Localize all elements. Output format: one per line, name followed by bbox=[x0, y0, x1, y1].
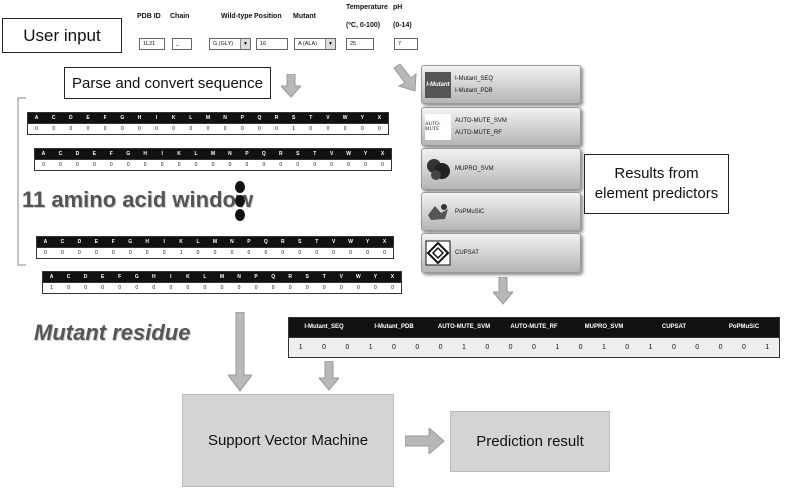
parse-label: Parse and convert sequence bbox=[72, 74, 263, 92]
diagonal-arrow-icon bbox=[393, 64, 417, 92]
prediction-result-box: Prediction result bbox=[450, 411, 610, 472]
wildtype-select[interactable]: G (GLY) ▼ bbox=[209, 38, 251, 50]
results-label-box: Results from element predictors bbox=[584, 154, 729, 214]
wildtype-label: Wild-type bbox=[221, 13, 253, 20]
table-header-cell: MUPRO_SVM bbox=[584, 324, 624, 330]
mutant-residue-label: Mutant residue bbox=[34, 320, 191, 345]
cupsat-logo-icon bbox=[425, 240, 451, 266]
temperature-range-label: (ºC, 0-100) bbox=[346, 22, 381, 29]
popmusic-icon bbox=[425, 199, 451, 225]
chevron-down-icon: ▼ bbox=[325, 39, 335, 49]
ph-field[interactable]: 7 bbox=[394, 38, 418, 50]
predictor-mupro: MUPRO_SVM bbox=[421, 148, 581, 190]
protein-structure-icon bbox=[425, 156, 451, 182]
position-value: 16 bbox=[260, 41, 267, 47]
table-header-cell: I-Mutant_PDB bbox=[374, 324, 414, 330]
svm-box: Support Vector Machine bbox=[182, 394, 394, 487]
mutant-select[interactable]: A (ALA) ▼ bbox=[294, 38, 336, 50]
predictor-popmusic: PoPMuSiC bbox=[421, 192, 581, 231]
chain-label: Chain bbox=[170, 13, 190, 20]
down-arrow-icon bbox=[228, 312, 252, 392]
window-label: 11 amino acid window bbox=[22, 187, 254, 212]
table-header-cell: PoPMuSiC bbox=[728, 324, 760, 330]
table-header-cell: I-Mutant_SEQ bbox=[304, 324, 344, 330]
down-arrow-icon bbox=[493, 277, 513, 305]
table-header-cell: CUPSAT bbox=[661, 324, 687, 330]
ph-range-label: (0-14) bbox=[393, 22, 412, 29]
predictor-name: I-Mutant_SEQ bbox=[455, 75, 494, 82]
user-input-label: User input bbox=[23, 25, 101, 45]
results-label-line1: Results from bbox=[614, 165, 699, 182]
predictor-name: I-Mutant_PDB bbox=[455, 87, 493, 94]
predictor-imutant: I-Mutant I-Mutant_SEQ I-Mutant_PDB bbox=[421, 65, 581, 104]
table-header-cell: AUTO-MUTE_RF bbox=[510, 324, 558, 330]
predictor-name: CUPSAT bbox=[455, 250, 479, 256]
chevron-down-icon: ▼ bbox=[240, 39, 250, 49]
temperature-value: 25 bbox=[350, 41, 357, 47]
mutant-value: A (ALA) bbox=[298, 41, 317, 47]
automute-logo: AUTO-MUTE bbox=[425, 113, 451, 140]
predictor-name: AUTO-MUTE_SVM bbox=[455, 117, 507, 124]
pdb-id-field[interactable]: 1L21 bbox=[139, 38, 165, 50]
parse-box: Parse and convert sequence bbox=[64, 67, 271, 99]
temperature-label: Temperature bbox=[346, 4, 388, 11]
imutant-logo: I-Mutant bbox=[425, 71, 451, 98]
predictor-automute: AUTO-MUTE AUTO-MUTE_SVM AUTO-MUTE_RF bbox=[421, 107, 581, 146]
chain-field[interactable]: _ bbox=[172, 38, 192, 50]
results-table-header: I-Mutant_SEQ I-Mutant_PDB AUTO-MUTE_SVM … bbox=[289, 318, 779, 337]
window-bracket bbox=[17, 97, 26, 266]
predictor-name: MUPRO_SVM bbox=[455, 166, 494, 172]
ph-value: 7 bbox=[398, 41, 402, 47]
results-table: I-Mutant_SEQ I-Mutant_PDB AUTO-MUTE_SVM … bbox=[288, 317, 780, 358]
wildtype-value: G (GLY) bbox=[213, 41, 234, 47]
predictor-name: AUTO-MUTE_RF bbox=[455, 129, 502, 136]
predictor-name: PoPMuSiC bbox=[455, 208, 485, 215]
position-field[interactable]: 16 bbox=[256, 38, 288, 50]
down-arrow-icon bbox=[319, 361, 339, 391]
user-input-box: User input bbox=[2, 18, 122, 53]
prediction-result-label: Prediction result bbox=[476, 433, 584, 450]
down-arrow-icon bbox=[281, 74, 301, 98]
mutant-label: Mutant bbox=[293, 13, 316, 20]
table-header-cell: AUTO-MUTE_SVM bbox=[437, 324, 491, 330]
right-arrow-icon bbox=[405, 428, 445, 454]
ellipsis-dots-icon bbox=[235, 181, 245, 221]
results-label-line2: element predictors bbox=[594, 185, 719, 202]
position-label: Position bbox=[254, 13, 282, 20]
pdb-id-label: PDB ID bbox=[137, 13, 161, 20]
predictor-cupsat: CUPSAT bbox=[421, 233, 581, 273]
svm-label: Support Vector Machine bbox=[207, 432, 369, 449]
temperature-field[interactable]: 25 bbox=[346, 38, 374, 50]
chain-value: _ bbox=[176, 41, 180, 47]
pdb-id-value: 1L21 bbox=[143, 41, 156, 47]
ph-label: pH bbox=[393, 4, 403, 11]
